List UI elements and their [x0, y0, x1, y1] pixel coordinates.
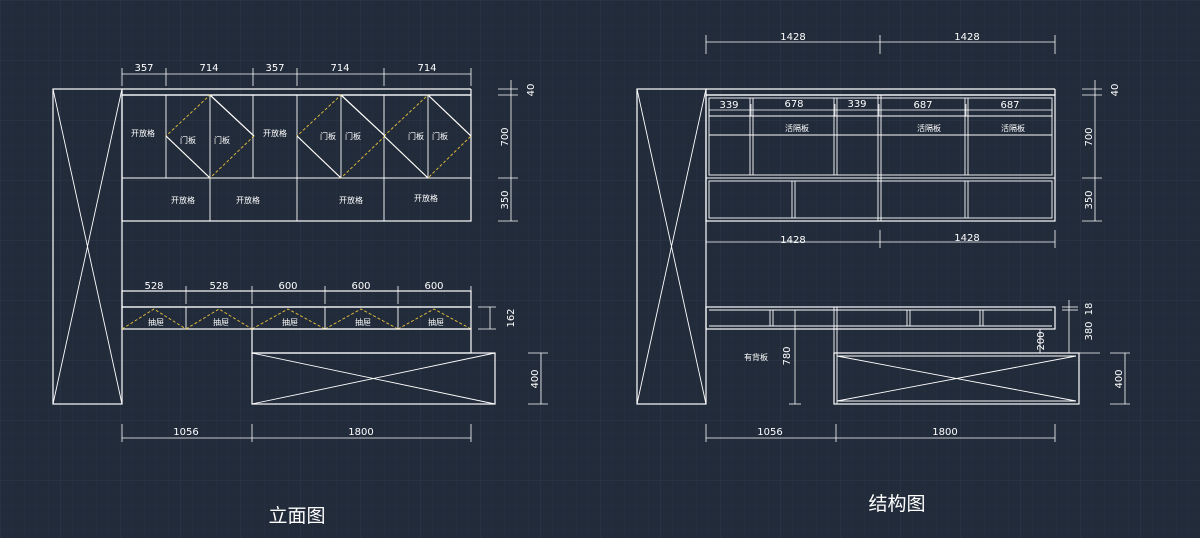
elev-label-open-2: 开放格 — [263, 128, 287, 138]
elev-drawer-dim-2: 528 — [209, 281, 228, 292]
elev-top-dim-1: 357 — [134, 63, 153, 74]
struct-side-dim-2: 700 — [1084, 127, 1095, 146]
elev-side-dim-3: 350 — [500, 190, 511, 209]
struct-inner-dim-1: 339 — [719, 100, 738, 111]
elev-bottom-dim-1: 1056 — [173, 427, 198, 438]
elev-label-open-3: 开放格 — [171, 195, 195, 205]
struct-mid-dim-2: 1428 — [954, 233, 979, 244]
struct-desk-side-dim: 400 — [1114, 369, 1125, 388]
struct-small-dim-1: 18 — [1084, 303, 1095, 316]
elev-label-drawer-2: 抽屉 — [213, 317, 229, 327]
elev-drawer-dim-1: 528 — [144, 281, 163, 292]
struct-small-dim-2: 380 — [1084, 321, 1095, 340]
elev-top-dim-3: 357 — [265, 63, 284, 74]
elev-label-door-6: 门板 — [432, 131, 448, 141]
elev-label-open-5: 开放格 — [339, 195, 363, 205]
elev-label-drawer-4: 抽屉 — [355, 317, 371, 327]
elev-bottom-dim-2: 1800 — [348, 427, 373, 438]
elevation-view: 357 714 357 714 714 40 700 350 528 528 6… — [52, 63, 548, 527]
elev-drawer-dim-3: 600 — [278, 281, 297, 292]
struct-label-shelf-3: 活隔板 — [1001, 123, 1025, 133]
struct-inner-dim-5: 687 — [1000, 100, 1019, 111]
elev-top-dim-4: 714 — [330, 63, 349, 74]
struct-label-shelf-1: 活隔板 — [785, 123, 809, 133]
elev-drawer-dim-5: 600 — [424, 281, 443, 292]
elev-label-drawer-5: 抽屉 — [428, 317, 444, 327]
struct-inner-dim-2: 678 — [784, 99, 803, 110]
elev-label-door-5: 门板 — [408, 131, 424, 141]
elev-side-dim-1: 40 — [526, 84, 537, 97]
struct-inner-side-dim: 200 — [1036, 331, 1047, 350]
elev-drawer-dim-4: 600 — [351, 281, 370, 292]
elev-label-open-1: 开放格 — [131, 128, 155, 138]
struct-top-dim-2: 1428 — [954, 32, 979, 43]
struct-inner-dim-4: 687 — [913, 100, 932, 111]
struct-mid-dim-1: 1428 — [780, 235, 805, 246]
elev-label-drawer-1: 抽屉 — [148, 317, 164, 327]
elevation-caption: 立面图 — [268, 505, 325, 527]
structure-caption: 结构图 — [868, 493, 925, 515]
struct-bottom-dim-1: 1056 — [757, 427, 782, 438]
struct-back-side-dim: 780 — [782, 346, 793, 365]
struct-side-dim-1: 40 — [1110, 84, 1121, 97]
elev-label-door-3: 门板 — [320, 131, 336, 141]
struct-top-dim-1: 1428 — [780, 32, 805, 43]
struct-bottom-dim-2: 1800 — [932, 427, 957, 438]
elev-label-drawer-3: 抽屉 — [282, 317, 298, 327]
struct-label-back: 有背板 — [744, 352, 768, 362]
structure-view: 1428 1428 339 678 339 687 687 1428 1428 … — [636, 32, 1130, 515]
elev-label-open-4: 开放格 — [236, 195, 260, 205]
elev-label-door-4: 门板 — [345, 131, 361, 141]
elev-side-dim-2: 700 — [500, 127, 511, 146]
elev-desk-side-dim: 400 — [530, 369, 541, 388]
elev-top-dim-2: 714 — [199, 63, 218, 74]
elev-label-door-2: 门板 — [214, 135, 230, 145]
elev-top-dim-5: 714 — [417, 63, 436, 74]
struct-inner-dim-3: 339 — [847, 99, 866, 110]
elev-label-door-1: 门板 — [180, 135, 196, 145]
struct-label-shelf-2: 活隔板 — [917, 123, 941, 133]
struct-side-dim-3: 350 — [1084, 190, 1095, 209]
elev-label-open-6: 开放格 — [414, 193, 438, 203]
elev-drawer-side-dim: 162 — [506, 308, 517, 327]
